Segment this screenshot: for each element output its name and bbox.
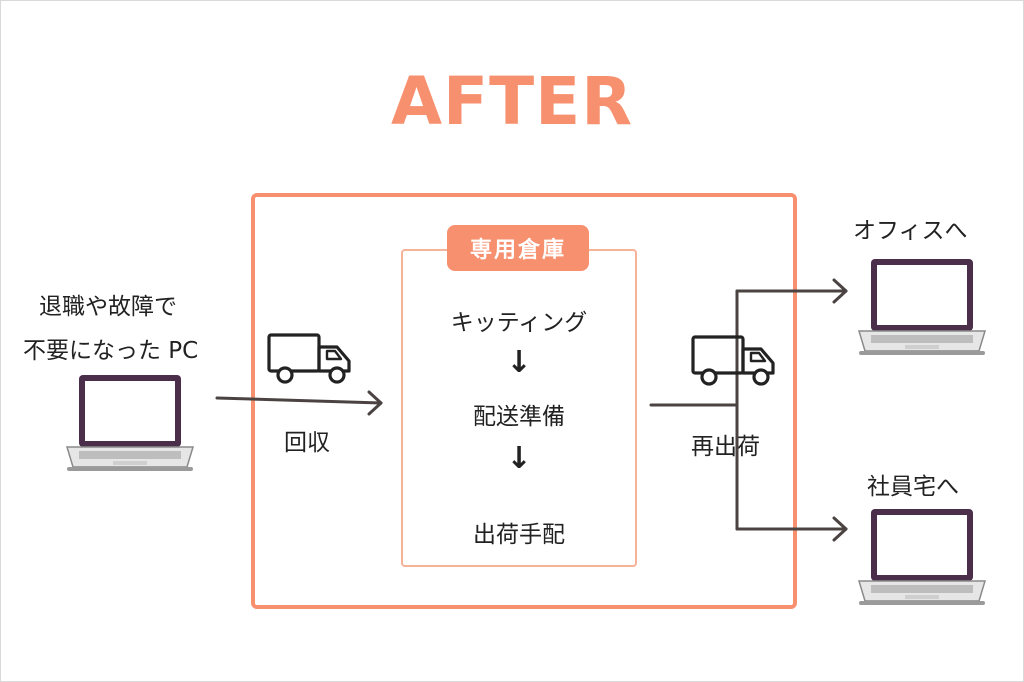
- source-label-line1: 退職や故障で: [39, 294, 177, 320]
- step-arrow-1: ↓: [506, 345, 532, 380]
- step-delivery-prep: 配送準備: [473, 404, 565, 430]
- laptop-icon: [65, 375, 195, 471]
- warehouse-badge: 専用倉庫: [447, 225, 589, 271]
- step-kitting: キッティング: [450, 310, 588, 336]
- diagram-title: AFTER: [390, 63, 634, 140]
- truck-icon: [267, 333, 351, 384]
- collect-arrow-line: [215, 396, 383, 405]
- reship-label: 再出荷: [691, 434, 760, 460]
- home-arrow-head: [832, 516, 848, 542]
- destination-office-label: オフィスへ: [853, 218, 968, 244]
- collect-arrow-head: [367, 390, 383, 416]
- source-label-line2: 不要になった PC: [23, 338, 199, 364]
- office-arrow-head: [832, 278, 848, 304]
- collect-label: 回収: [284, 430, 330, 456]
- truck-icon: [691, 335, 775, 386]
- laptop-icon: [857, 509, 987, 605]
- step-arrow-2: ↓: [506, 441, 532, 476]
- destination-home-label: 社員宅へ: [867, 474, 959, 500]
- laptop-icon: [857, 259, 987, 355]
- service-area-box: [251, 193, 797, 609]
- step-shipping-arrangement: 出荷手配: [473, 522, 565, 548]
